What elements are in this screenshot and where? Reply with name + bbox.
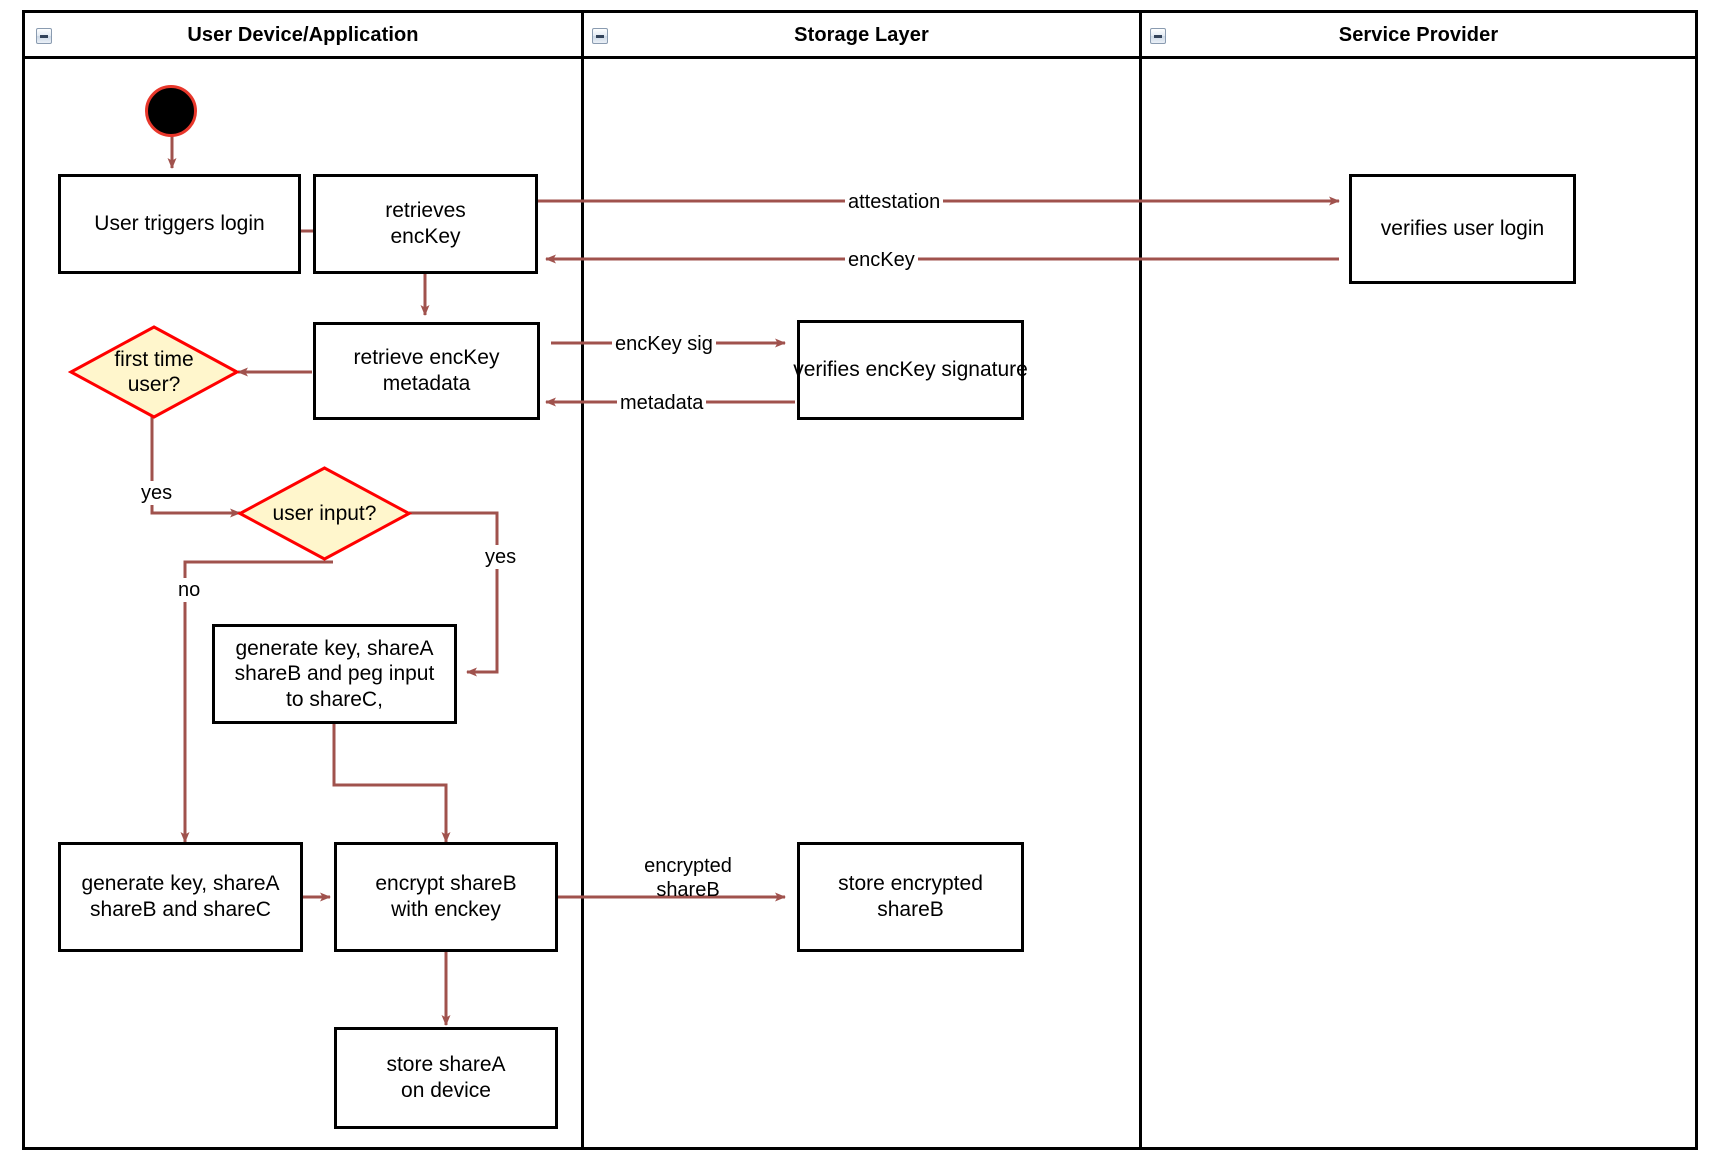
- edge-label-enckey-sig: encKey sig: [612, 332, 716, 356]
- edge-label-enckey: encKey: [845, 248, 918, 272]
- node-verifies-user-login[interactable]: verifies user login: [1349, 174, 1576, 284]
- node-user-triggers-login[interactable]: User triggers login: [58, 174, 301, 274]
- lane-title-storage-layer: Storage Layer: [794, 24, 929, 46]
- edge-label-userinput-yes: yes: [482, 545, 520, 569]
- edge-label-encrypted-shareb: encrypted shareB: [644, 855, 732, 901]
- node-generate-shares[interactable]: generate key, shareA shareB and shareC: [58, 842, 303, 952]
- node-label: encrypt shareB with enckey: [375, 872, 517, 921]
- node-label: store shareA on device: [386, 1053, 506, 1102]
- node-label: store encrypted shareB: [838, 872, 983, 921]
- lane-divider-1: [581, 13, 584, 1147]
- edge-label-firsttime-yes: yes: [138, 481, 176, 505]
- edge-label-attestation: attestation: [845, 190, 944, 214]
- diamond-shape: [237, 466, 412, 561]
- node-encrypt-shareb[interactable]: encrypt shareB with enckey: [334, 842, 558, 952]
- edge-label-metadata: metadata: [617, 391, 707, 415]
- lane-title-service-provider: Service Provider: [1338, 24, 1499, 46]
- node-retrieves-enckey[interactable]: retrieves encKey: [313, 174, 538, 274]
- start-node: [145, 85, 197, 137]
- lane-header-row: [25, 13, 1695, 59]
- node-generate-peg[interactable]: generate key, shareA shareB and peg inpu…: [212, 624, 457, 724]
- decision-first-time-user[interactable]: first time user?: [68, 324, 240, 420]
- node-label: generate key, shareA shareB and shareC: [81, 872, 280, 921]
- node-label: retrieves encKey: [385, 199, 466, 248]
- collapse-minus-icon-service-provider[interactable]: [1150, 28, 1166, 44]
- edge-label-userinput-no: no: [175, 578, 204, 602]
- node-label: generate key, shareA shareB and peg inpu…: [234, 636, 435, 711]
- decision-label: first time user?: [114, 347, 194, 396]
- diamond-shape: [68, 325, 240, 419]
- lane-title-user-device: User Device/Application: [187, 24, 419, 46]
- node-label: verifies user login: [1380, 217, 1545, 241]
- node-verifies-enckey-signature[interactable]: verifies encKey signature: [793, 320, 1028, 420]
- decision-user-input[interactable]: user input?: [237, 465, 412, 562]
- node-label: verifies encKey signature: [793, 358, 1028, 382]
- lane-divider-2: [1139, 13, 1142, 1147]
- node-label: retrieve encKey metadata: [353, 346, 500, 395]
- collapse-minus-icon-user-device[interactable]: [36, 28, 52, 44]
- collapse-minus-icon-storage-layer[interactable]: [592, 28, 608, 44]
- node-retrieve-enckey-metadata[interactable]: retrieve encKey metadata: [313, 322, 540, 420]
- node-store-encrypted-shareb[interactable]: store encrypted shareB: [797, 842, 1024, 952]
- node-store-sharea[interactable]: store shareA on device: [334, 1027, 558, 1129]
- decision-label: user input?: [272, 501, 377, 525]
- node-label: User triggers login: [94, 212, 265, 236]
